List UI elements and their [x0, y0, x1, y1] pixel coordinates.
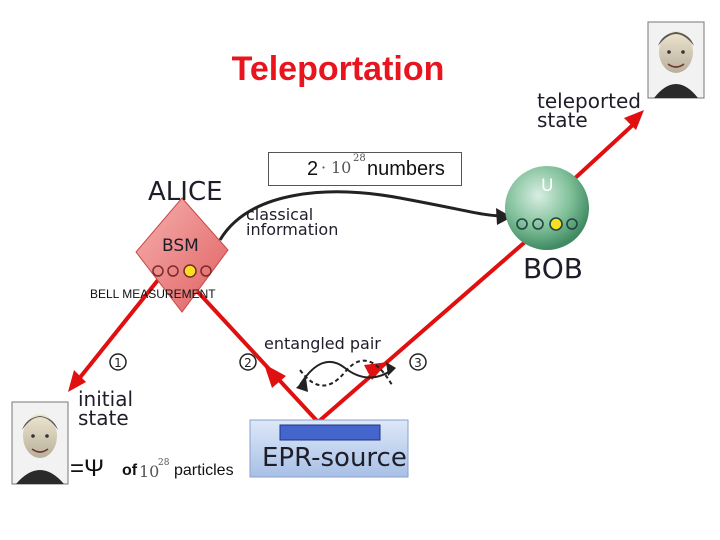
numbers-exponent: 28 — [353, 153, 366, 164]
arrowhead-icon — [264, 364, 286, 388]
numbers-suffix: numbers — [367, 158, 445, 180]
bob-sphere — [505, 166, 589, 250]
bell-measurement-label: BELL MEASUREMENT — [90, 287, 216, 301]
formula-exponent: 28 — [158, 458, 170, 468]
numbers-dot: · — [321, 158, 327, 177]
arrowhead-icon — [496, 208, 512, 225]
formula-particles: particles — [174, 462, 234, 479]
arrowhead-icon — [296, 378, 308, 392]
entangled-pair-waves — [296, 359, 396, 392]
beam-epr-to-alice — [183, 276, 320, 424]
formula-base: 10 — [139, 462, 160, 481]
numbers-count-box: 2 · 10 28 numbers — [268, 152, 462, 186]
step-3-label: 3 — [414, 356, 422, 370]
teleported-line-2: state — [537, 108, 588, 132]
arrowhead-icon — [624, 110, 644, 130]
psi-symbol: =Ψ — [70, 455, 105, 482]
teleported-state-label: teleported state — [537, 89, 642, 132]
formula-of: of — [122, 462, 138, 479]
step-1-label: 1 — [114, 356, 122, 370]
entangled-pair-label: entangled pair — [264, 334, 381, 353]
numbers-base: 10 — [331, 158, 352, 177]
classical-information-arrow — [218, 190, 501, 241]
numbers-prefix: 2 — [307, 158, 319, 180]
epr-source-label: EPR-source — [262, 443, 407, 473]
arrowhead-icon — [364, 362, 388, 380]
step-2-label: 2 — [244, 356, 252, 370]
epr-source-box — [249, 419, 409, 478]
initial-state-label: initial state — [78, 387, 133, 430]
bob-operation-label: U — [541, 176, 554, 196]
beam-epr-to-bob — [316, 220, 550, 424]
arrowhead-icon — [68, 370, 86, 392]
classical-line-1: classical — [246, 205, 314, 224]
initial-line-1: initial — [78, 387, 133, 411]
teleported-line-1: teleported — [537, 89, 642, 113]
bob-portrait-photo — [647, 21, 705, 99]
bsm-label: BSM — [162, 236, 199, 256]
step-1-badge — [109, 353, 127, 371]
initial-line-2: state — [78, 406, 129, 430]
page-title: Teleportation — [231, 50, 445, 88]
classical-information-label: classical information — [246, 205, 339, 240]
step-3-badge — [409, 353, 427, 371]
alice-label: ALICE — [148, 177, 223, 207]
step-2-badge — [239, 353, 257, 371]
bsm-diamond — [135, 197, 229, 313]
alice-portrait-photo — [11, 401, 69, 485]
classical-line-2: information — [246, 220, 339, 240]
arrowhead-icon — [386, 362, 396, 376]
bob-label: BOB — [523, 252, 583, 285]
